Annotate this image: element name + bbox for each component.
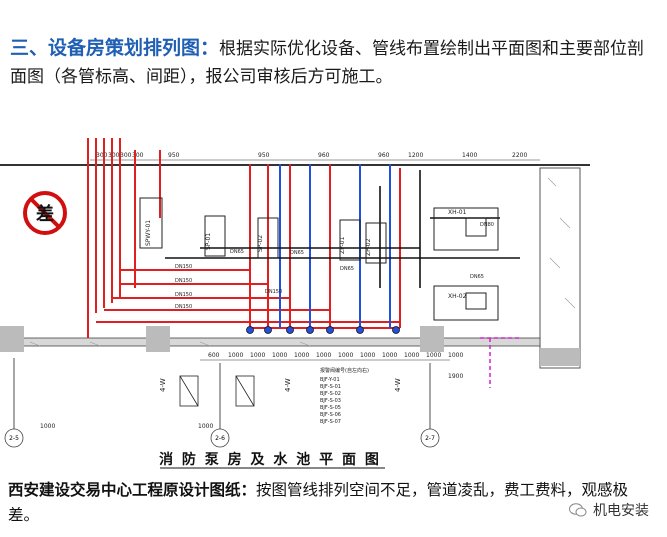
top-dimensions: 300 300 300 300 950 950 960 960 1200 140… xyxy=(96,152,527,159)
svg-text:1000: 1000 xyxy=(382,352,397,359)
heading-title: 三、设备房策划排列图： xyxy=(10,37,220,59)
svg-text:1900: 1900 xyxy=(448,373,463,380)
svg-text:300: 300 xyxy=(120,152,132,159)
svg-text:DN150: DN150 xyxy=(175,264,192,270)
svg-text:BJF-S-06: BJF-S-06 xyxy=(320,412,341,418)
svg-text:1000: 1000 xyxy=(40,423,55,430)
svg-text:300: 300 xyxy=(108,152,120,159)
valve-list: 报警阀编号(自左向右) BJF-Y-01 BJF-S-01 BJF-S-02 B… xyxy=(320,367,369,425)
svg-text:300: 300 xyxy=(96,152,108,159)
svg-text:2-6: 2-6 xyxy=(215,435,225,442)
wechat-icon xyxy=(569,503,587,517)
pump-symbols xyxy=(13,358,431,438)
svg-text:BJF-S-03: BJF-S-03 xyxy=(320,398,341,404)
svg-text:DN65: DN65 xyxy=(230,249,244,255)
slide-heading: 三、设备房策划排列图：根据实际优化设备、管线布置绘制出平面图和主要部位剖面图（各… xyxy=(10,34,660,91)
svg-text:2200: 2200 xyxy=(512,152,527,159)
svg-text:BJF-S-07: BJF-S-07 xyxy=(320,419,341,425)
svg-text:ZP-01: ZP-01 xyxy=(339,236,346,254)
svg-text:BJF-S-01: BJF-S-01 xyxy=(320,384,341,390)
svg-text:300: 300 xyxy=(132,152,144,159)
svg-text:ZP-02: ZP-02 xyxy=(365,238,372,256)
svg-text:SP-01: SP-01 xyxy=(205,233,212,250)
caption: 西安建设交易中心工程原设计图纸：按图管线排列空间不足，管道凌乱，费工费料，观感极… xyxy=(8,478,658,528)
svg-text:2-5: 2-5 xyxy=(9,435,19,442)
equipment-boxes xyxy=(139,197,499,321)
svg-text:XH-02: XH-02 xyxy=(448,293,467,300)
side-dimensions: 1000 1900 1000 xyxy=(40,373,463,430)
svg-text:1000: 1000 xyxy=(360,352,375,359)
svg-text:1000: 1000 xyxy=(272,352,287,359)
svg-text:SPWY-01: SPWY-01 xyxy=(145,220,152,246)
svg-text:4-W: 4-W xyxy=(284,378,292,392)
grid-axis-markers: 2-5 2-6 2-7 xyxy=(4,428,440,448)
svg-text:BJF-S-05: BJF-S-05 xyxy=(320,405,341,411)
brand-name: 机电安装 xyxy=(593,503,649,519)
pump-room-plan-drawing: 差 300 300 300 300 950 950 960 960 1200 1… xyxy=(0,138,667,472)
svg-text:1200: 1200 xyxy=(408,152,423,159)
svg-text:960: 960 xyxy=(378,152,390,159)
svg-text:DN150: DN150 xyxy=(175,292,192,298)
svg-text:BJF-Y-01: BJF-Y-01 xyxy=(320,377,340,383)
caption-bold: 西安建设交易中心工程原设计图纸： xyxy=(8,481,257,499)
svg-text:DN80: DN80 xyxy=(480,222,494,228)
alarm-valves xyxy=(246,326,400,334)
svg-text:1000: 1000 xyxy=(404,352,419,359)
caption-text: 按图管线排列空间不足，管道凌乱，费工费料，观感极差。 xyxy=(8,481,629,524)
svg-text:XH-01: XH-01 xyxy=(448,209,467,216)
svg-text:1000: 1000 xyxy=(448,352,463,359)
svg-text:1000: 1000 xyxy=(338,352,353,359)
svg-text:DN150: DN150 xyxy=(175,278,192,284)
svg-text:DN150: DN150 xyxy=(175,304,192,310)
svg-text:4-W: 4-W xyxy=(159,378,167,392)
pipe-size-labels: DN150 DN150 DN150 DN150 DN150 DN65 DN65 … xyxy=(175,222,494,310)
heading-body: 根据实际优化设备、管线布置绘制出平面图和主要部位剖面图（各管标高、间距），报公司… xyxy=(10,39,645,87)
svg-text:SP-02: SP-02 xyxy=(257,235,264,252)
svg-text:DN65: DN65 xyxy=(470,274,484,280)
svg-text:1400: 1400 xyxy=(462,152,477,159)
svg-text:4-W: 4-W xyxy=(394,378,402,392)
bottom-dimensions: 600 1000 1000 1000 1000 1000 1000 1000 1… xyxy=(208,352,463,359)
svg-text:1000: 1000 xyxy=(250,352,265,359)
pump-group-labels: 4-W 4-W 4-W xyxy=(159,378,402,392)
svg-text:2-7: 2-7 xyxy=(425,435,435,442)
equipment-labels: SPWY-01 SP-01 SP-02 ZP-01 ZP-02 XH-01 XH… xyxy=(145,209,467,300)
svg-text:1000: 1000 xyxy=(228,352,243,359)
svg-text:DN65: DN65 xyxy=(290,250,304,256)
svg-text:DN65: DN65 xyxy=(340,266,354,272)
svg-text:960: 960 xyxy=(318,152,330,159)
plan-title: 消 防 泵 房 及 水 池 平 面 图 xyxy=(159,451,381,468)
svg-text:DN150: DN150 xyxy=(265,289,282,295)
svg-text:报警阀编号(自左向右): 报警阀编号(自左向右) xyxy=(320,367,369,374)
svg-text:950: 950 xyxy=(258,152,270,159)
rejected-stamp: 差 xyxy=(23,191,67,235)
svg-text:1000: 1000 xyxy=(294,352,309,359)
stamp-text: 差 xyxy=(36,203,54,225)
svg-text:1000: 1000 xyxy=(426,352,441,359)
svg-text:1000: 1000 xyxy=(198,423,213,430)
svg-text:600: 600 xyxy=(208,352,220,359)
svg-text:950: 950 xyxy=(168,152,180,159)
svg-text:1000: 1000 xyxy=(316,352,331,359)
svg-text:BJF-S-02: BJF-S-02 xyxy=(320,391,341,397)
brand-watermark: 机电安装 xyxy=(569,500,649,520)
plan-svg: 差 300 300 300 300 950 950 960 960 1200 1… xyxy=(0,138,590,469)
